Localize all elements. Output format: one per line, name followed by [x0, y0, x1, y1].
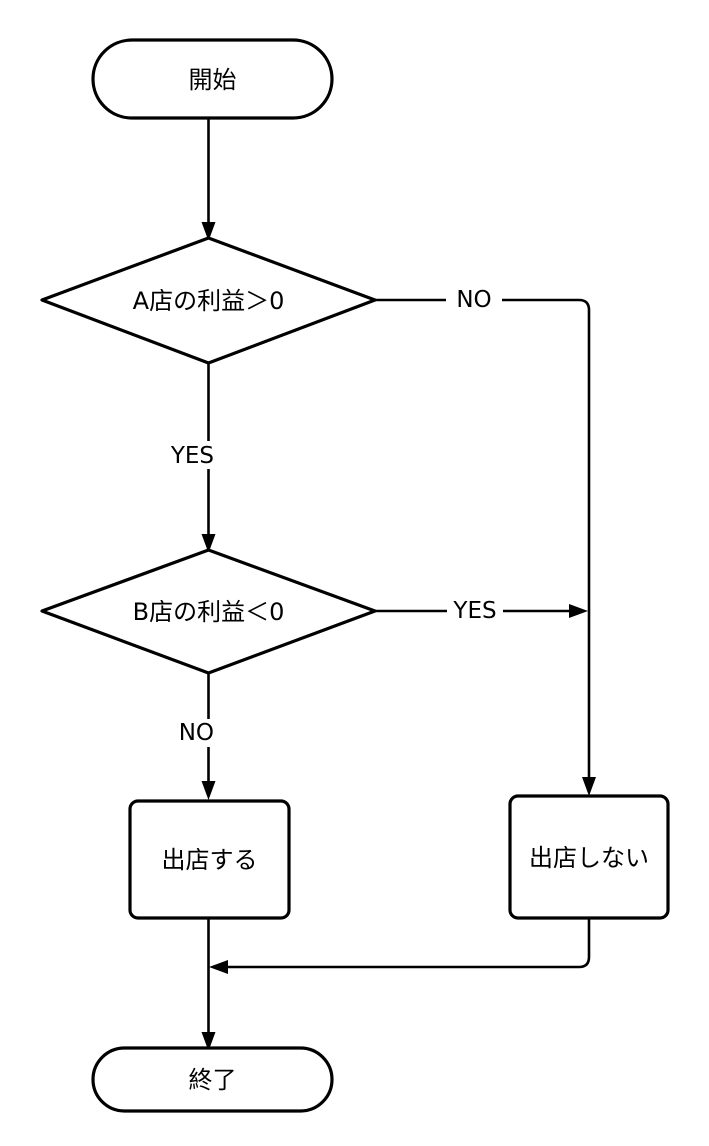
process-shape: [128, 799, 291, 920]
node-label-open-store: 出店する: [162, 846, 258, 874]
terminator-shape: [91, 38, 334, 120]
node-label-decision-a: A店の利益＞0: [133, 287, 285, 315]
node-label-no-open-store: 出店しない: [529, 844, 649, 872]
edge-decision-a-no: NO: [375, 286, 596, 796]
node-label-decision-b: B店の利益＜0: [133, 598, 285, 626]
edge-label-backdrop: [447, 597, 503, 625]
edge-label-backdrop: [168, 719, 216, 747]
edge-start-to-decision-a: [201, 117, 216, 241]
edge-label-no-a: NO: [456, 287, 491, 313]
arrow-head-icon: [201, 534, 216, 553]
arrow-head-icon: [569, 604, 588, 618]
edge-decision-a-yes: YES: [166, 363, 216, 553]
edge-open-store-to-end: [201, 918, 216, 1051]
node-open-store[interactable]: 出店する: [128, 799, 291, 920]
node-decision-a[interactable]: A店の利益＞0: [40, 236, 377, 365]
node-decision-b[interactable]: B店の利益＜0: [40, 548, 377, 675]
edge-label-backdrop: [166, 441, 216, 469]
arrow-head-icon: [201, 1032, 216, 1051]
node-start[interactable]: 開始: [91, 38, 334, 120]
edge-label-no-b: NO: [179, 720, 214, 746]
edge-label-yes-a: YES: [170, 443, 214, 469]
edge-label-yes-b: YES: [452, 598, 496, 624]
arrow-head-icon: [201, 781, 216, 800]
edge-label-backdrop: [446, 286, 502, 314]
process-shape: [508, 794, 670, 920]
terminator-shape: [91, 1046, 334, 1113]
node-label-start: 開始: [189, 66, 237, 94]
arrow-head-icon: [209, 960, 228, 974]
node-no-open-store[interactable]: 出店しない: [508, 794, 670, 920]
node-label-end: 終了: [189, 1066, 237, 1094]
edge-no-open-store-to-merge: [209, 918, 591, 974]
edge-decision-b-yes: YES: [375, 597, 588, 625]
edge-decision-b-no: NO: [168, 673, 216, 800]
decision-shape: [40, 548, 377, 675]
decision-shape: [40, 236, 377, 365]
arrow-head-icon: [201, 222, 216, 241]
node-end[interactable]: 終了: [91, 1046, 334, 1113]
arrow-head-icon: [582, 777, 596, 796]
